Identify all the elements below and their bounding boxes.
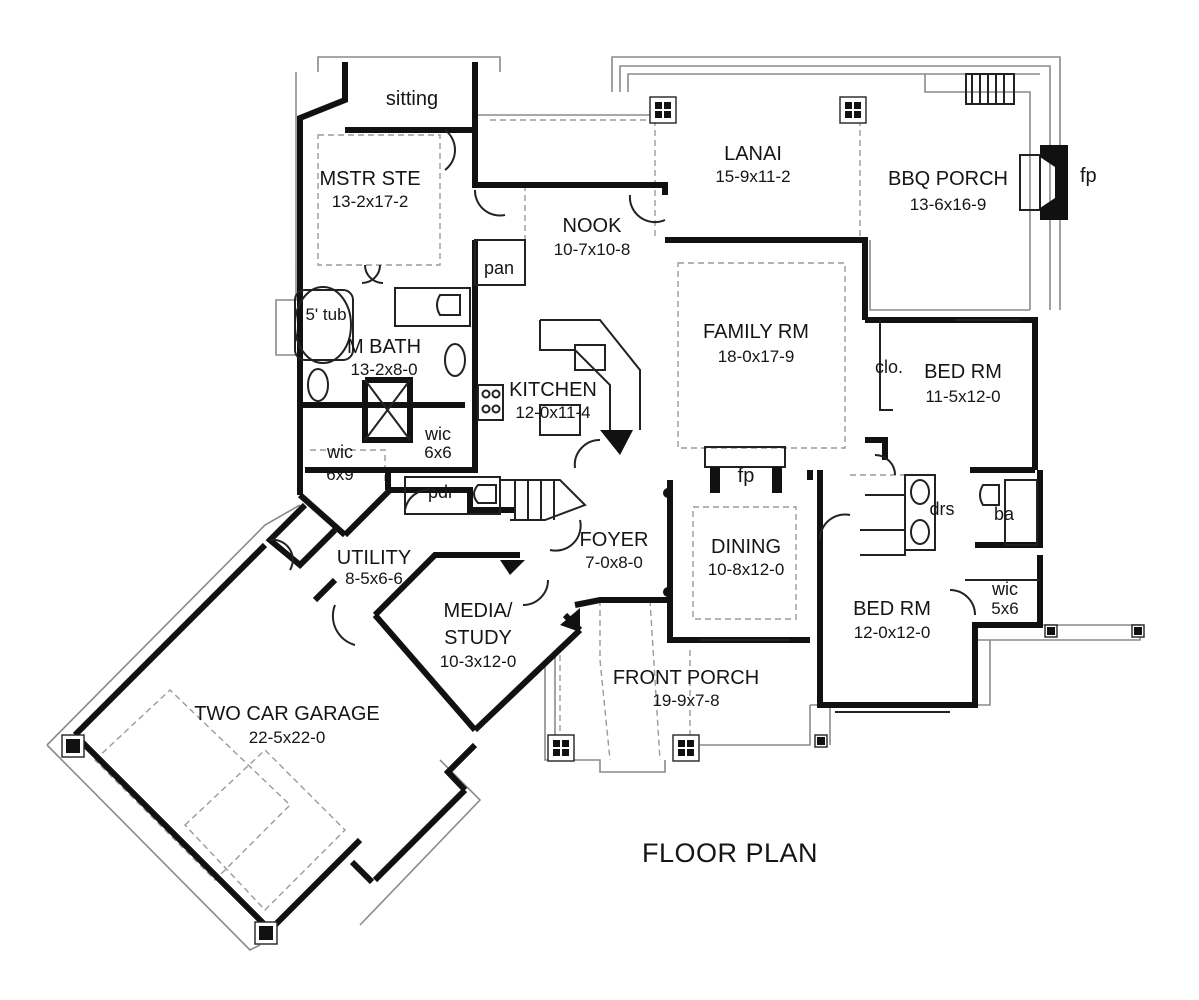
label-wic-master-2: wic [326,442,353,462]
label-lanai: LANAI [724,143,782,165]
label-bath: ba [994,504,1015,524]
room-labels: sitting MSTR STE 13-2x17-2 LANAI 15-9x11… [194,88,1096,868]
label-dresser: drs [929,499,954,519]
columns [61,96,1145,945]
label-pantry: pan [484,258,514,278]
roof-outlines [46,56,1141,951]
plan-title: FLOOR PLAN [642,838,818,868]
size-nook: 10-7x10-8 [554,240,631,259]
size-bed-room-1: 11-5x12-0 [925,387,1000,406]
label-bbq-porch: BBQ PORCH [888,168,1008,190]
label-front-porch: FRONT PORCH [613,667,759,689]
label-dining: DINING [711,536,781,558]
interior-details [269,73,1068,713]
size-front-porch: 19-9x7-8 [652,691,719,710]
label-bed-room-2: BED RM [853,598,931,620]
label-foyer: FOYER [580,529,649,551]
label-nook: NOOK [563,215,623,237]
size-garage: 22-5x22-0 [249,728,326,747]
label-fireplace: fp [738,465,755,487]
size-lanai: 15-9x11-2 [715,167,790,186]
label-garage: TWO CAR GARAGE [194,703,380,725]
size-media-study: 10-3x12-0 [440,652,517,671]
label-bbq-fireplace: fp [1080,165,1097,187]
label-bed-room-1: BED RM [924,361,1002,383]
label-closet: clo. [875,357,903,377]
label-master-bath: M BATH [347,336,421,358]
size-master-suite: 13-2x17-2 [332,192,409,211]
size-wic-master-2: 6x9 [326,465,353,484]
exterior-walls [72,62,1043,933]
size-utility: 8-5x6-6 [345,569,403,588]
size-family-room: 18-0x17-9 [718,347,795,366]
size-dining: 10-8x12-0 [708,560,785,579]
label-utility: UTILITY [337,547,411,569]
label-kitchen: KITCHEN [509,379,597,401]
label-media-study-2: STUDY [444,627,512,649]
size-foyer: 7-0x8-0 [585,553,643,572]
size-bbq-porch: 13-6x16-9 [910,195,987,214]
label-tub: 5' tub [305,305,346,324]
label-sitting: sitting [386,88,438,110]
label-powder: pdr [428,482,454,502]
size-wic-master-1: 6x6 [424,443,451,462]
size-kitchen: 12-0x11-4 [515,403,590,422]
label-media-study: MEDIA/ [444,600,513,622]
label-family-room: FAMILY RM [703,321,809,343]
label-wic-bed: wic [991,579,1018,599]
size-master-bath: 13-2x8-0 [350,360,417,379]
size-wic-bed: 5x6 [991,599,1018,618]
size-bed-room-2: 12-0x12-0 [854,623,931,642]
label-master-suite: MSTR STE [319,168,420,190]
label-wic-master-1: wic [424,424,451,444]
